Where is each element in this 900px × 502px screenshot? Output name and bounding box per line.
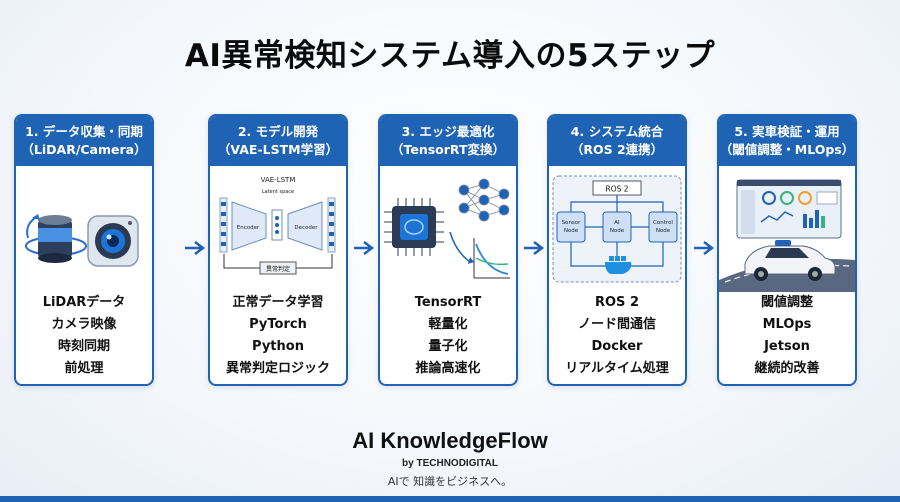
- vehicle-dashboard-illustration: [719, 179, 855, 292]
- arrow-right-icon: [354, 241, 375, 255]
- brand-name: AI KnowledgeFlow: [352, 428, 548, 453]
- step-card-system-integration: 4. システム統合 （ROS 2連携） ROS 2 Sensor Node AI…: [547, 114, 687, 386]
- judge-box: [259, 261, 297, 275]
- step-header: 5. 実車検証・運用 （閾値調整・MLOps）: [719, 116, 855, 166]
- step-title: 2. モデル開発: [237, 123, 319, 139]
- brand-by: by TECHNODIGITAL: [402, 458, 498, 469]
- step-header: 1. データ収集・同期 （LiDAR/Camera）: [16, 116, 152, 166]
- decoder-label: Decoder: [294, 225, 318, 231]
- svg-text:Node: Node: [656, 228, 671, 234]
- docker-icon: [605, 256, 632, 274]
- svg-text:Node: Node: [564, 228, 579, 234]
- list-item: Jetson: [764, 339, 810, 354]
- list-item: Docker: [591, 339, 643, 354]
- step-item-list: ROS 2 ノード間通信 Docker リアルタイム処理: [549, 292, 685, 380]
- step-subtitle: （VAE-LSTM学習）: [217, 142, 339, 157]
- lidar-camera-illustration: [25, 214, 139, 267]
- step-title: 5. 実車検証・運用: [734, 123, 840, 139]
- dashboard-icon: [736, 179, 842, 239]
- svg-text:Node: Node: [610, 228, 625, 234]
- sensor-node: [556, 211, 586, 243]
- page-title: AI異常検知システム導入の5ステップ: [184, 38, 716, 74]
- lidar-sensor-icon: [25, 214, 87, 263]
- vae-lstm-diagram: VAE-LSTM Latent space Encoder Decoder 異常…: [219, 176, 336, 275]
- svg-text:AI: AI: [614, 220, 620, 226]
- control-node: [648, 211, 678, 243]
- list-item: ノード間通信: [577, 317, 656, 332]
- list-item: 推論高速化: [415, 361, 481, 376]
- output-layer: [327, 197, 336, 253]
- arrow-right-icon: [694, 241, 715, 255]
- arrow-right-icon: [185, 241, 206, 255]
- brand-tagline: AIで 知識をビジネスへ。: [387, 475, 513, 488]
- neural-network-icon: [458, 178, 510, 222]
- decoder-shape: [287, 201, 323, 251]
- step-subtitle: （閾値調整・MLOps）: [719, 142, 855, 157]
- list-item: ROS 2: [595, 295, 639, 310]
- step-title: 4. システム統合: [570, 123, 664, 139]
- step-subtitle: （LiDAR/Camera）: [21, 142, 147, 157]
- latent-label: Latent space: [262, 189, 294, 195]
- diagram-title: VAE-LSTM: [261, 176, 296, 184]
- chip-icon: [384, 198, 444, 256]
- performance-chart-icon: [473, 238, 510, 279]
- ros2-node-diagram: ROS 2 Sensor Node AI Node Control Node: [552, 175, 682, 283]
- step-card-edge-optimization: 3. エッジ最適化 （TensorRT変換）: [378, 114, 518, 386]
- list-item: PyTorch: [249, 317, 307, 332]
- list-item: カメラ映像: [51, 317, 117, 332]
- step-card-data-collection: 1. データ収集・同期 （LiDAR/Camera） LiDARデータ カメラ映…: [14, 114, 154, 386]
- list-item: 閾値調整: [760, 295, 813, 310]
- step-subtitle: （ROS 2連携）: [570, 142, 664, 157]
- encoder-shape: [231, 201, 267, 251]
- ai-node: [602, 211, 632, 243]
- step-header: 4. システム統合 （ROS 2連携）: [549, 116, 685, 166]
- list-item: MLOps: [762, 317, 812, 332]
- encoder-label: Encoder: [237, 225, 260, 231]
- ros2-label: ROS 2: [605, 185, 628, 194]
- step-card-model-development: 2. モデル開発 （VAE-LSTM学習） VAE-LSTM Latent sp…: [208, 114, 348, 386]
- step-title: 1. データ収集・同期: [25, 123, 143, 139]
- list-item: リアルタイム処理: [565, 361, 669, 376]
- arrow-right-icon: [524, 241, 545, 255]
- step-item-list: TensorRT 軽量化 量子化 推論高速化: [380, 292, 516, 380]
- bottom-accent-bar: [0, 496, 900, 502]
- step-item-list: 正常データ学習 PyTorch Python 異常判定ロジック: [210, 292, 346, 380]
- step-header: 2. モデル開発 （VAE-LSTM学習）: [210, 116, 346, 166]
- step-item-list: LiDARデータ カメラ映像 時刻同期 前処理: [16, 292, 152, 380]
- camera-icon: [87, 215, 139, 267]
- list-item: LiDARデータ: [42, 295, 126, 310]
- step-header: 3. エッジ最適化 （TensorRT変換）: [380, 116, 516, 166]
- svg-text:Sensor: Sensor: [562, 220, 582, 226]
- step-item-list: 閾値調整 MLOps Jetson 継続的改善: [719, 292, 855, 380]
- svg-text:Control: Control: [653, 220, 673, 226]
- list-item: 時刻同期: [57, 339, 110, 354]
- edge-optimization-illustration: [384, 178, 510, 279]
- car-icon: [744, 240, 836, 281]
- list-item: 前処理: [64, 361, 104, 376]
- list-item: 正常データ学習: [232, 295, 324, 310]
- step-card-vehicle-validation: 5. 実車検証・運用 （閾値調整・MLOps） 閾値調整 MLOps: [717, 114, 857, 386]
- list-item: 異常判定ロジック: [225, 361, 330, 376]
- list-item: 量子化: [428, 339, 468, 354]
- input-layer: [219, 197, 228, 253]
- list-item: Python: [252, 339, 304, 354]
- judge-label: 異常判定: [266, 265, 290, 273]
- step-subtitle: （TensorRT変換）: [390, 142, 506, 157]
- list-item: 継続的改善: [754, 361, 820, 376]
- list-item: 軽量化: [428, 317, 468, 332]
- step-title: 3. エッジ最適化: [401, 123, 495, 139]
- list-item: TensorRT: [414, 295, 482, 310]
